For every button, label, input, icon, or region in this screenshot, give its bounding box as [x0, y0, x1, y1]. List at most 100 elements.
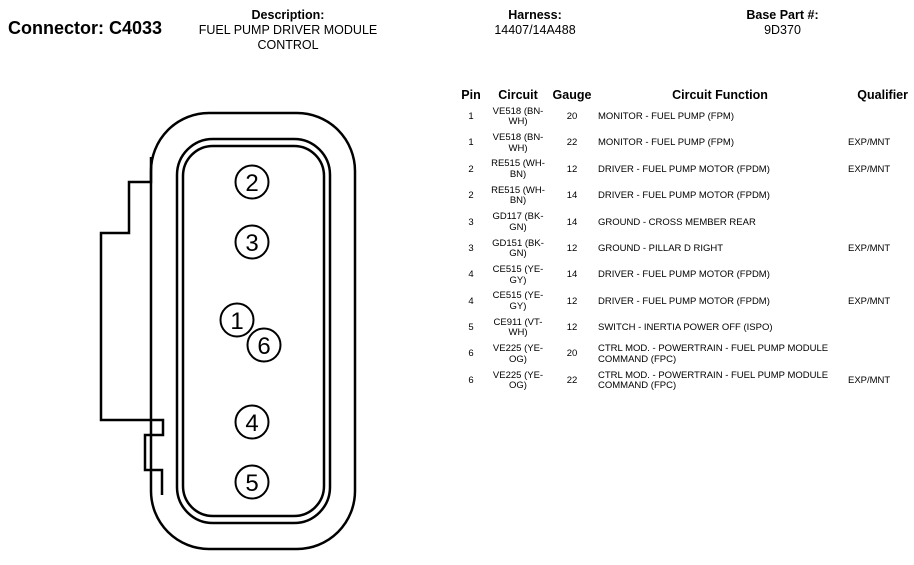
description-block: Description: FUEL PUMP DRIVER MODULE CON… — [188, 8, 388, 53]
cell-function: MONITOR - FUEL PUMP (FPM) — [598, 137, 734, 149]
header-gauge: Gauge — [552, 88, 592, 102]
cell-qualifier — [846, 104, 908, 130]
cell-circuit: GD151 (BK-GN) — [492, 237, 544, 260]
cell-qualifier — [846, 210, 908, 236]
pin-2-label: 2 — [245, 170, 258, 197]
cell-circuit: VE518 (BN-WH) — [492, 132, 544, 154]
pin-6-label: 6 — [257, 333, 270, 360]
cell-pin: 1 — [468, 137, 474, 149]
cell-gauge: 14 — [566, 216, 578, 228]
table-row: 5 CE911 (VT-WH) 12 SWITCH - INERTIA POWE… — [456, 315, 908, 341]
table-row: 2 RE515 (WH-BN) 12 DRIVER - FUEL PUMP MO… — [456, 157, 908, 183]
pin-3-label: 3 — [245, 230, 258, 257]
table-row: 1 VE518 (BN-WH) 22 MONITOR - FUEL PUMP (… — [456, 130, 908, 156]
connector-title: Connector: C4033 — [8, 18, 163, 38]
pin-5-circle — [234, 464, 270, 500]
header-qualifier: Qualifier — [857, 88, 908, 102]
cell-circuit: CE515 (YE-GY) — [492, 264, 544, 286]
cell-function: GROUND - PILLAR D RIGHT — [598, 242, 724, 254]
base-part-block: Base Part #: 9D370 — [710, 8, 855, 38]
header-circuit-function: Circuit Function — [672, 88, 768, 102]
header-circuit: Circuit — [498, 88, 538, 102]
cell-qualifier: EXP/MNT — [848, 295, 891, 307]
table-row: 1 VE518 (BN-WH) 20 MONITOR - FUEL PUMP (… — [456, 104, 908, 130]
cell-gauge: 20 — [566, 110, 578, 122]
connector-cavity-inner — [181, 144, 326, 518]
cell-qualifier — [846, 262, 908, 288]
cell-qualifier: EXP/MNT — [848, 374, 891, 386]
table-row: 3 GD151 (BK-GN) 12 GROUND - PILLAR D RIG… — [456, 236, 908, 262]
pin-2-circle — [234, 164, 270, 200]
cell-pin: 6 — [468, 348, 474, 360]
cell-pin: 2 — [468, 163, 474, 175]
cell-gauge: 12 — [566, 163, 578, 175]
connector-housing-outer — [149, 111, 357, 551]
cell-circuit: CE515 (YE-GY) — [492, 290, 544, 312]
cell-pin: 4 — [468, 269, 474, 281]
cell-circuit: RE515 (WH-BN) — [491, 158, 545, 180]
harness-value: 14407/14A488 — [494, 23, 576, 37]
cell-pin: 3 — [468, 216, 474, 228]
cell-qualifier: EXP/MNT — [848, 242, 891, 254]
cell-circuit: CE911 (VT-WH) — [493, 316, 543, 339]
harness-block: Harness: 14407/14A488 — [460, 8, 610, 38]
cell-qualifier — [846, 342, 908, 368]
cell-function: DRIVER - FUEL PUMP MOTOR (FPDM) — [598, 163, 770, 175]
cell-circuit: VE518 (BN-WH) — [492, 105, 544, 128]
cell-qualifier — [846, 315, 908, 341]
cell-function: CTRL MOD. - POWERTRAIN - FUEL PUMP MODUL… — [598, 369, 829, 392]
cell-gauge: 12 — [566, 242, 578, 254]
cell-gauge: 12 — [566, 322, 578, 334]
cell-gauge: 20 — [566, 348, 578, 360]
pin-6-circle — [246, 327, 282, 363]
pin-1-label: 1 — [230, 308, 243, 335]
description-value: FUEL PUMP DRIVER MODULE CONTROL — [198, 23, 378, 52]
table-row: 3 GD117 (BK-GN) 14 GROUND - CROSS MEMBER… — [456, 210, 908, 236]
cell-circuit: GD117 (BK-GN) — [492, 211, 544, 233]
cell-circuit: VE225 (YE-OG) — [492, 369, 544, 392]
cell-function: DRIVER - FUEL PUMP MOTOR (FPDM) — [598, 295, 770, 307]
cell-qualifier: EXP/MNT — [848, 137, 891, 149]
pin-4-circle — [234, 404, 270, 440]
cell-function: DRIVER - FUEL PUMP MOTOR (FPDM) — [598, 190, 770, 202]
cell-circuit: RE515 (WH-BN) — [491, 184, 545, 207]
cell-function: GROUND - CROSS MEMBER REAR — [598, 216, 756, 228]
cell-gauge: 22 — [566, 137, 578, 149]
table-row: 2 RE515 (WH-BN) 14 DRIVER - FUEL PUMP MO… — [456, 183, 908, 209]
cell-qualifier — [846, 183, 908, 209]
pin-5-label: 5 — [245, 470, 258, 497]
harness-label: Harness: — [508, 8, 562, 22]
base-part-value: 9D370 — [764, 23, 801, 37]
pinout-table-header: Pin Circuit Gauge Circuit Function Quali… — [456, 86, 908, 104]
cell-gauge: 14 — [566, 190, 578, 202]
pin-4-label: 4 — [245, 410, 258, 437]
table-row: 4 CE515 (YE-GY) 14 DRIVER - FUEL PUMP MO… — [456, 262, 908, 288]
pin-1-circle — [219, 302, 255, 338]
table-row: 6 VE225 (YE-OG) 20 CTRL MOD. - POWERTRAI… — [456, 342, 908, 368]
cell-gauge: 12 — [566, 295, 578, 307]
cell-circuit: VE225 (YE-OG) — [492, 343, 544, 365]
cell-qualifier: EXP/MNT — [848, 163, 891, 175]
connector-face-diagram: 2 3 1 6 4 5 — [99, 111, 357, 551]
cell-pin: 1 — [468, 110, 474, 122]
cell-gauge: 14 — [566, 269, 578, 281]
cell-pin: 2 — [468, 190, 474, 202]
pinout-table: Pin Circuit Gauge Circuit Function Quali… — [456, 86, 908, 394]
description-label: Description: — [251, 8, 325, 22]
cell-function: DRIVER - FUEL PUMP MOTOR (FPDM) — [598, 269, 770, 281]
base-part-label: Base Part #: — [746, 8, 819, 22]
table-row: 4 CE515 (YE-GY) 12 DRIVER - FUEL PUMP MO… — [456, 289, 908, 315]
cell-pin: 3 — [468, 242, 474, 254]
pin-3-circle — [234, 224, 270, 260]
cell-function: CTRL MOD. - POWERTRAIN - FUEL PUMP MODUL… — [598, 343, 829, 365]
connector-cavity-outer — [175, 137, 332, 525]
connector-latch-outline — [99, 157, 165, 495]
header-pin: Pin — [461, 88, 481, 102]
table-row: 6 VE225 (YE-OG) 22 CTRL MOD. - POWERTRAI… — [456, 368, 908, 394]
cell-pin: 4 — [468, 295, 474, 307]
cell-pin: 5 — [468, 322, 474, 334]
cell-pin: 6 — [468, 374, 474, 386]
cell-function: MONITOR - FUEL PUMP (FPM) — [598, 110, 734, 122]
cell-function: SWITCH - INERTIA POWER OFF (ISPO) — [598, 322, 773, 334]
cell-gauge: 22 — [566, 374, 578, 386]
